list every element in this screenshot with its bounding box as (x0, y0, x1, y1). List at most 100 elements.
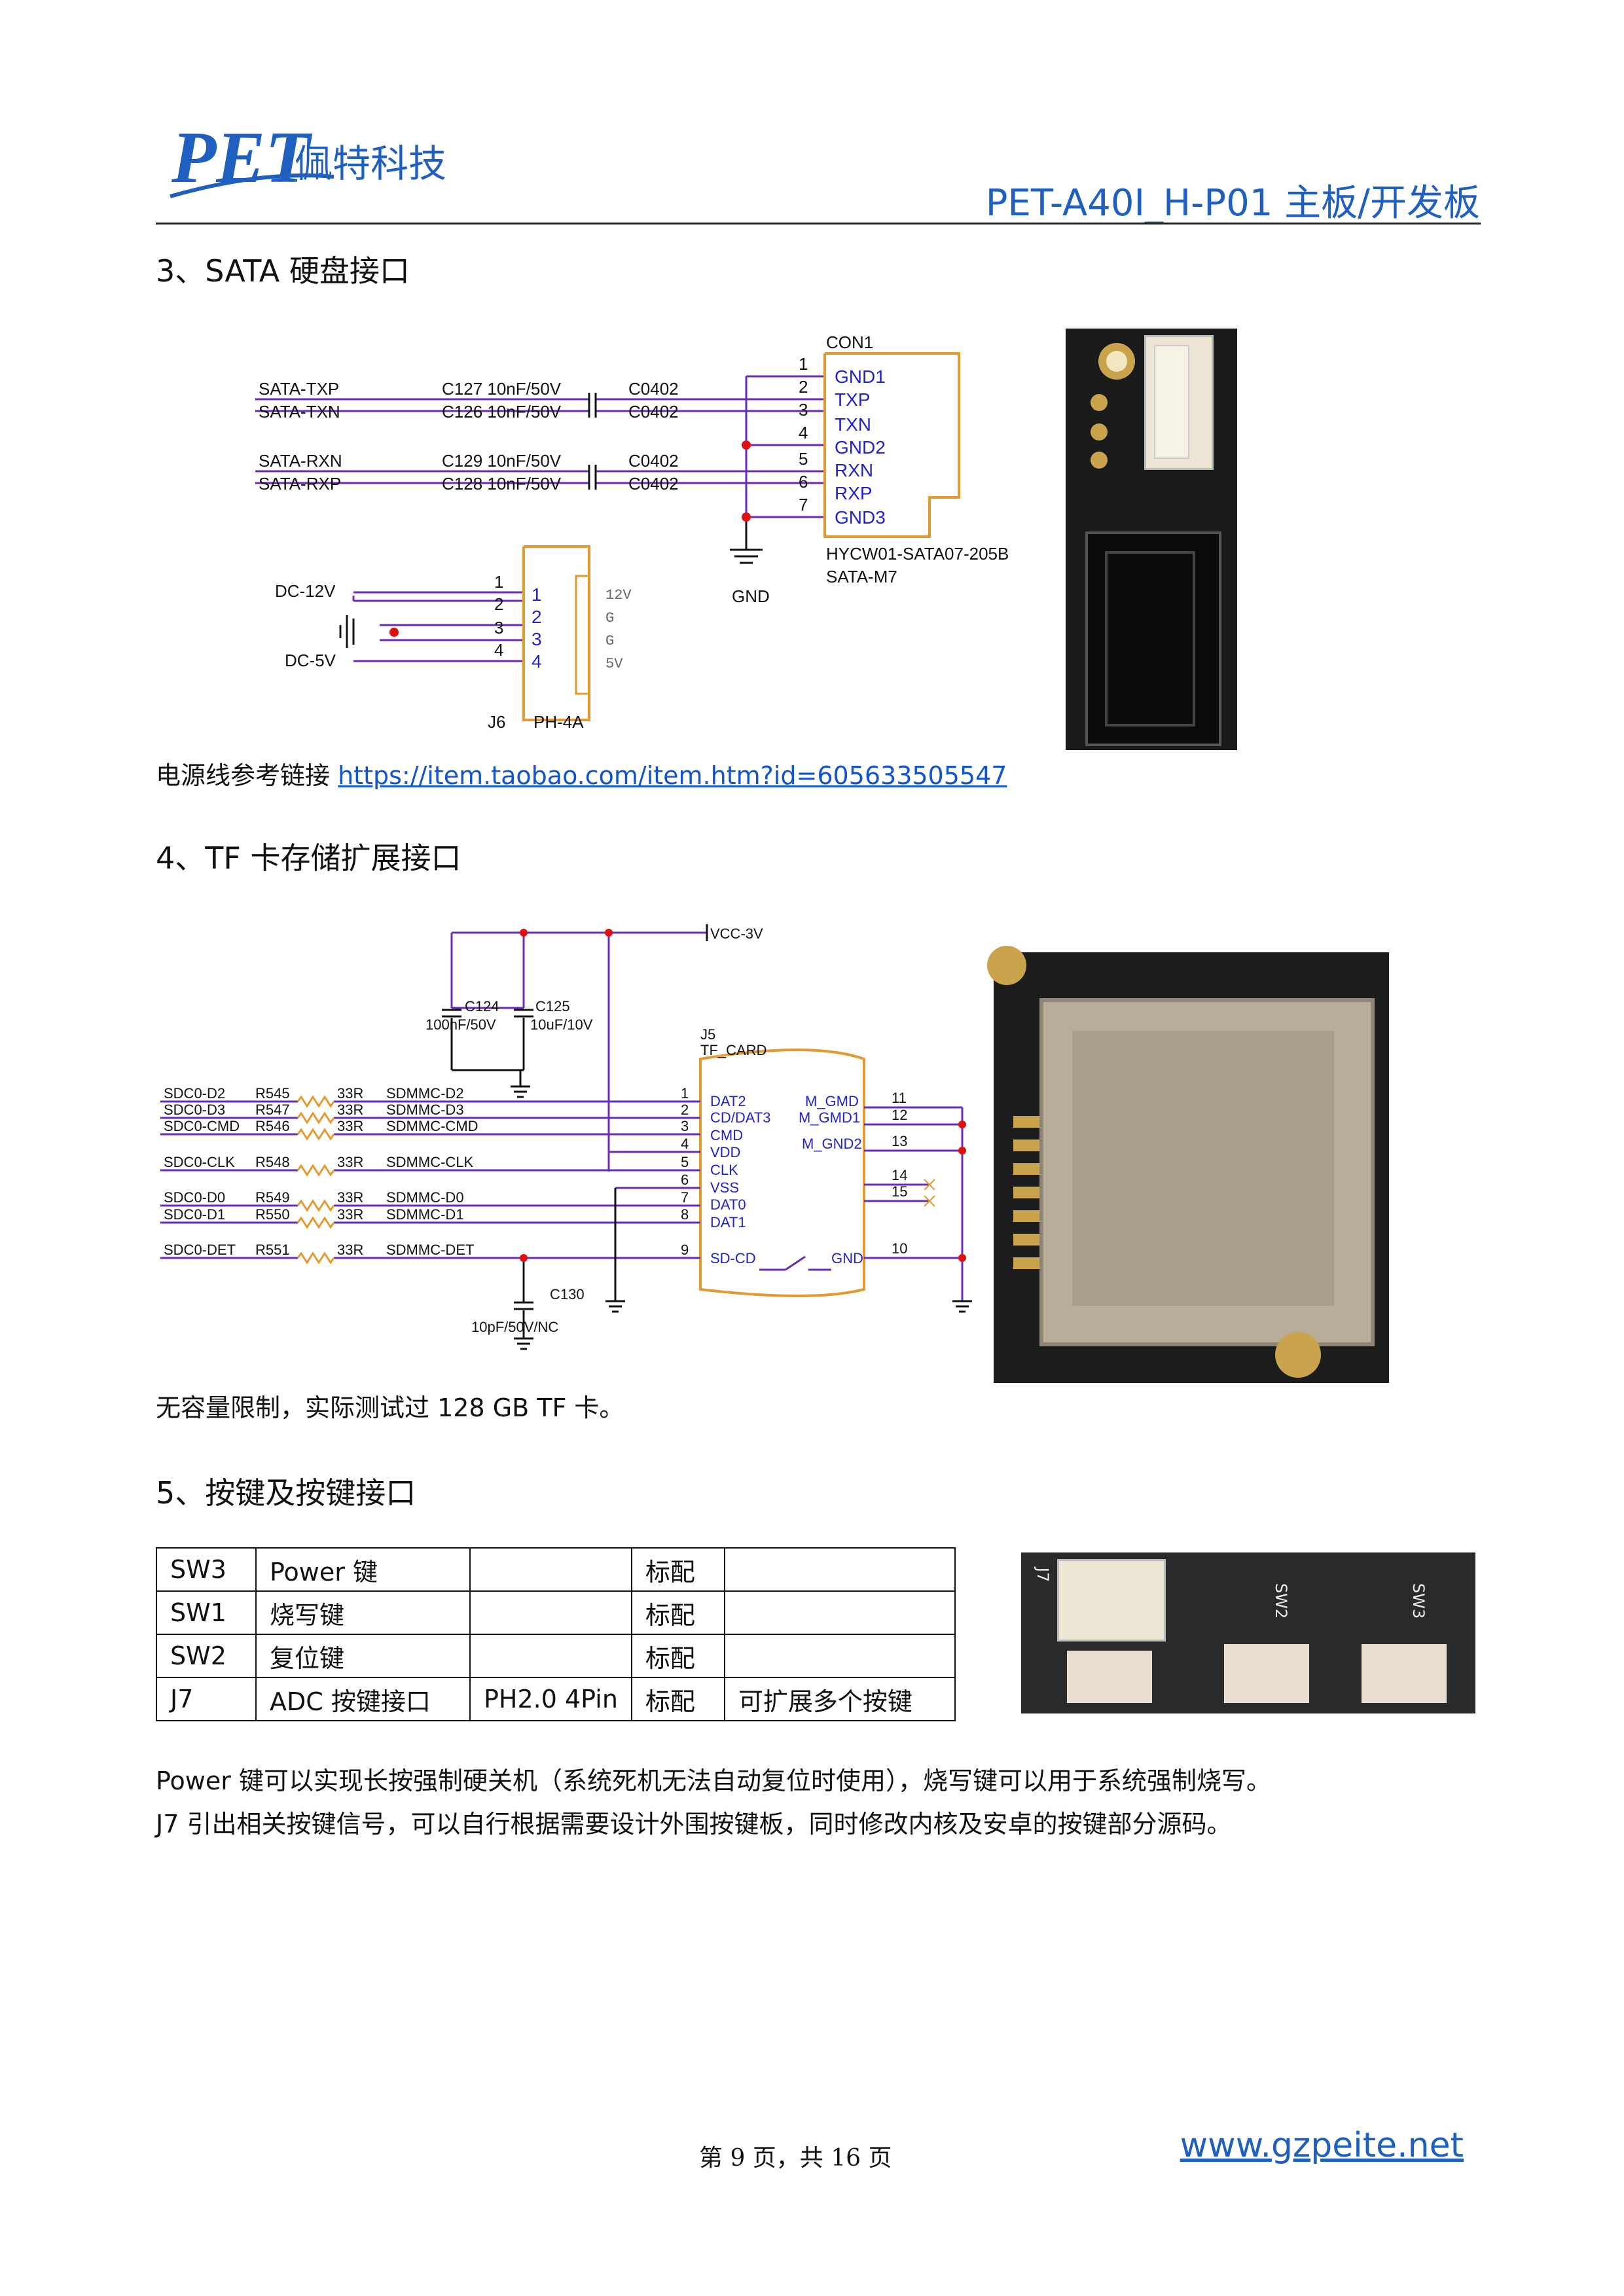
c125-val: 10uF/10V (530, 1016, 593, 1033)
taobao-link[interactable]: https://item.taobao.com/item.htm?id=6056… (338, 761, 1007, 790)
resistor-symbol (297, 1095, 335, 1108)
j5-pin: 8 (681, 1206, 689, 1223)
con1-pin: 5 (799, 449, 808, 469)
c130-val: 10pF/50V/NC (471, 1319, 558, 1335)
tf-card-schematic: VCC-3V C124 C125 100nF/50V 10uF/10V J5 T… (160, 924, 972, 1350)
key-table: SW3 Power 键 标配 SW1 烧写键 标配 SW2 复位键 标配 J7 … (156, 1547, 956, 1721)
table-cell (723, 1547, 956, 1592)
j5-pin-name: DAT0 (710, 1196, 746, 1213)
j5-pin-name: CD/DAT3 (710, 1109, 771, 1126)
con1-pin: 2 (799, 377, 808, 397)
res-label: R547 (255, 1102, 290, 1118)
j6-label: G (605, 633, 614, 649)
j5-right-name: M_GMD (805, 1093, 859, 1109)
net-label: SATA-TXP (259, 379, 339, 399)
net-label: SDC0-CMD (164, 1118, 240, 1134)
cap-label: C129 10nF/50V (442, 451, 562, 471)
dc5-label: DC-5V (285, 651, 336, 670)
con1-part2: SATA-M7 (826, 567, 897, 586)
j5-part: TF_CARD (700, 1042, 767, 1058)
j6-label: 12V (605, 587, 632, 603)
net-label: SDC0-CLK (164, 1154, 235, 1170)
cap-label: C128 10nF/50V (442, 474, 562, 493)
con1-ref: CON1 (826, 332, 873, 352)
photo-label-j7: J7 (1034, 1567, 1053, 1583)
j5-pin-name: CMD (710, 1127, 743, 1143)
table-row: SW3 Power 键 标配 (156, 1547, 956, 1592)
j6-label: 5V (605, 656, 623, 672)
keys-paragraph-1: Power 键可以实现长按强制硬关机（系统死机无法自动复位时使用），烧写键可以用… (156, 1767, 1271, 1795)
j6-pin-num: 4 (532, 651, 542, 672)
pkg-label: C0402 (628, 379, 679, 399)
c124-ref: C124 (465, 998, 499, 1014)
out-net: SDMMC-D2 (386, 1085, 464, 1102)
j5-pin-name: SD-CD (710, 1250, 756, 1266)
sata-schematic: SATA-TXP SATA-TXN SATA-RXN SATA-RXP C127… (255, 332, 1009, 732)
table-row: J7 ADC 按键接口 PH2.0 4Pin 标配 可扩展多个按键 (156, 1677, 956, 1721)
sata-note-prefix: 电源线参考链接 (156, 761, 338, 790)
table-cell: 复位键 (255, 1634, 471, 1678)
con1-pin-name: RXP (835, 483, 873, 503)
res-val: 33R (337, 1102, 363, 1118)
sata-note: 电源线参考链接 https://item.taobao.com/item.htm… (156, 754, 1007, 797)
j5-pin: 7 (681, 1189, 689, 1206)
con1-part: HYCW01-SATA07-205B (826, 544, 1009, 564)
j6-pin: 3 (494, 618, 503, 637)
j5-right-name: GND (831, 1250, 863, 1266)
j5-right-pin: 14 (892, 1167, 907, 1183)
resistor-symbol (297, 1111, 335, 1124)
table-cell: SW3 (156, 1547, 257, 1592)
j5-pin: 3 (681, 1118, 689, 1134)
net-label: SDC0-D3 (164, 1102, 225, 1118)
c125-ref: C125 (535, 998, 570, 1014)
logo-letters: PET (171, 117, 313, 198)
net-label: SATA-RXP (259, 474, 341, 493)
dc12-label: DC-12V (275, 581, 336, 601)
j5-pin-name: VDD (710, 1144, 740, 1160)
con1-pin: 4 (799, 423, 808, 442)
res-label: R550 (255, 1206, 290, 1223)
net-label: SDC0-DET (164, 1242, 236, 1258)
j6-pin-num: 2 (532, 607, 542, 627)
res-val: 33R (337, 1206, 363, 1223)
table-cell: 标配 (630, 1590, 725, 1635)
j5-pin-name: DAT2 (710, 1093, 746, 1109)
logo-company-name: 佩特科技 (295, 141, 446, 186)
con1-pin: 1 (799, 354, 808, 374)
pkg-label: C0402 (628, 451, 679, 471)
j6-part: PH-4A (533, 712, 584, 732)
resistor-symbol (297, 1251, 335, 1265)
res-label: R551 (255, 1242, 290, 1258)
j6-ref: J6 (488, 712, 505, 732)
resistor-symbol (297, 1128, 335, 1141)
out-net: SDMMC-D0 (386, 1189, 464, 1206)
table-cell (723, 1634, 956, 1678)
table-cell: 可扩展多个按键 (723, 1677, 956, 1721)
j5-right-pin: 12 (892, 1107, 907, 1123)
photo-label-sw3: SW3 (1409, 1583, 1428, 1619)
table-cell: 标配 (630, 1547, 725, 1592)
table-cell: J7 (156, 1677, 257, 1721)
table-cell: PH2.0 4Pin (469, 1677, 632, 1721)
tf-board-photo (987, 946, 1389, 1383)
j5-pin-name: CLK (710, 1162, 738, 1178)
company-logo: PET 佩特科技 (164, 105, 504, 203)
con1-pin: 7 (799, 495, 808, 514)
page-number: 第 9 页，共 16 页 (699, 2145, 892, 2172)
net-label: SDC0-D1 (164, 1206, 225, 1223)
con1-pin-name: GND3 (835, 507, 886, 528)
j5-pin-name: VSS (710, 1179, 739, 1196)
table-cell (469, 1547, 632, 1592)
table-cell: ADC 按键接口 (255, 1677, 471, 1721)
table-cell: 标配 (630, 1677, 725, 1721)
out-net: SDMMC-D1 (386, 1206, 464, 1223)
j5-pin: 1 (681, 1085, 689, 1102)
header-divider (156, 223, 1481, 224)
pkg-label: C0402 (628, 474, 679, 493)
table-row: SW1 烧写键 标配 (156, 1590, 956, 1635)
website-link[interactable]: www.gzpeite.net (1180, 2126, 1464, 2165)
j5-pin: 9 (681, 1242, 689, 1258)
net-label: SDC0-D2 (164, 1085, 225, 1102)
table-cell: 标配 (630, 1634, 725, 1678)
res-label: R549 (255, 1189, 290, 1206)
